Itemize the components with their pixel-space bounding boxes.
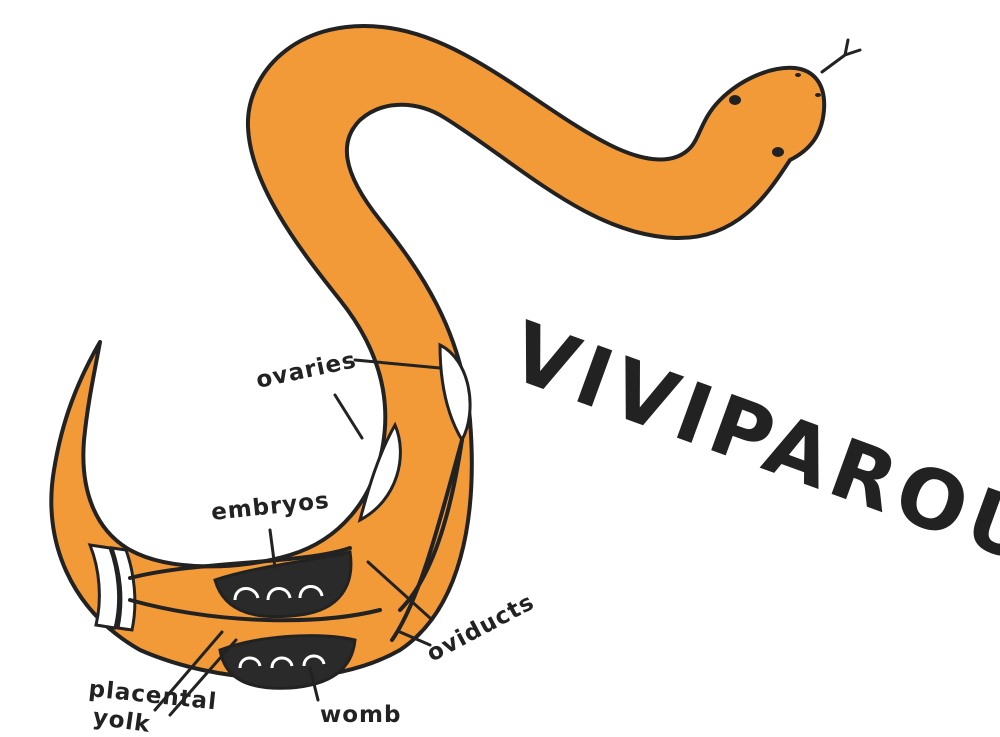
embryo — [298, 585, 324, 599]
snake-body — [49, 24, 827, 681]
embryo — [238, 656, 262, 669]
oviduct-lines — [128, 438, 464, 642]
body-bands — [87, 543, 137, 632]
nostril-icon — [795, 73, 801, 77]
snake-head-details — [729, 38, 862, 157]
label-embryos: embryos — [210, 488, 331, 526]
womb-upper — [213, 550, 353, 619]
eye-icon — [772, 147, 784, 157]
label-pointers — [153, 358, 442, 717]
label-yolk: yolk — [91, 704, 152, 737]
embryo — [266, 587, 292, 601]
tongue-icon — [820, 38, 862, 74]
nostril-icon — [815, 93, 821, 97]
embryo — [233, 587, 260, 601]
embryo — [302, 654, 326, 667]
eye-icon — [729, 95, 741, 105]
label-womb: womb — [320, 702, 401, 728]
label-ovaries: ovaries — [254, 347, 359, 394]
womb-lower — [218, 634, 357, 690]
ovary-lower — [357, 421, 402, 523]
embryo — [270, 656, 294, 669]
diagram-title: VIVIPAROUS — [498, 305, 1000, 607]
